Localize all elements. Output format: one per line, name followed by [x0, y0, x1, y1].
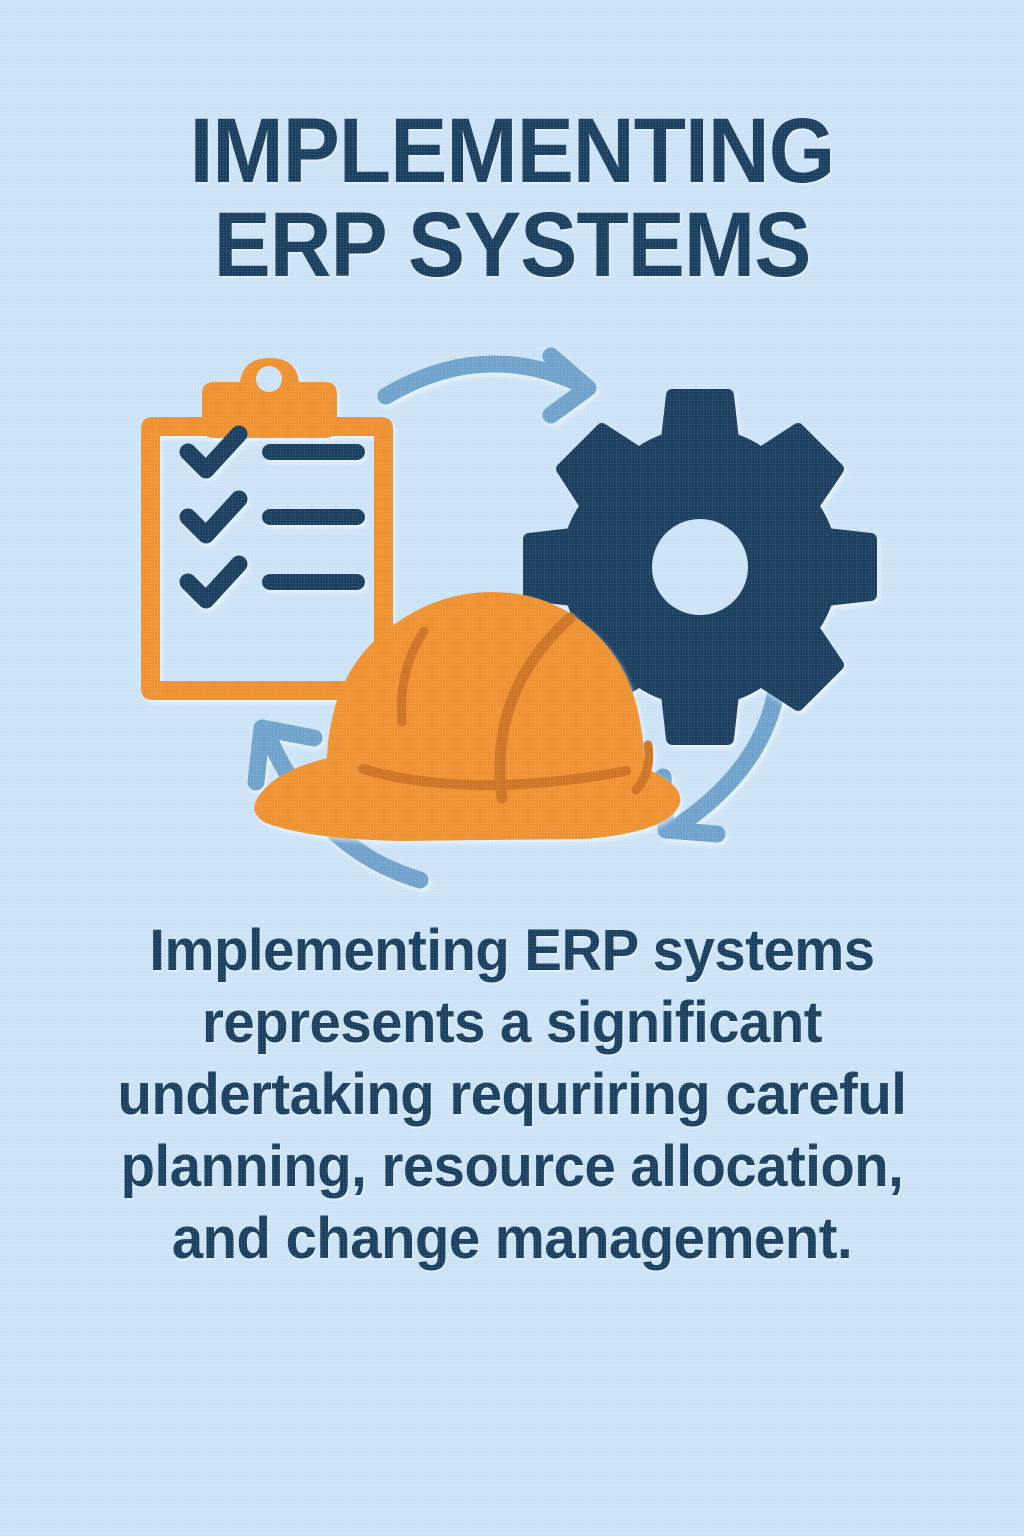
gear-icon	[523, 389, 877, 745]
hard-hat-icon	[254, 592, 681, 841]
erp-cycle-illustration	[0, 320, 1024, 900]
title-line-1: IMPLEMENTING	[189, 100, 836, 202]
cycle-arrow-top-icon	[377, 347, 597, 424]
body-paragraph: Implementing ERP systems represents a si…	[117, 918, 907, 1271]
title-line-2: ERP SYSTEMS	[213, 194, 812, 296]
checklist-clipboard-icon	[141, 358, 393, 700]
page-title: IMPLEMENTING ERP SYSTEMS	[0, 104, 1024, 292]
